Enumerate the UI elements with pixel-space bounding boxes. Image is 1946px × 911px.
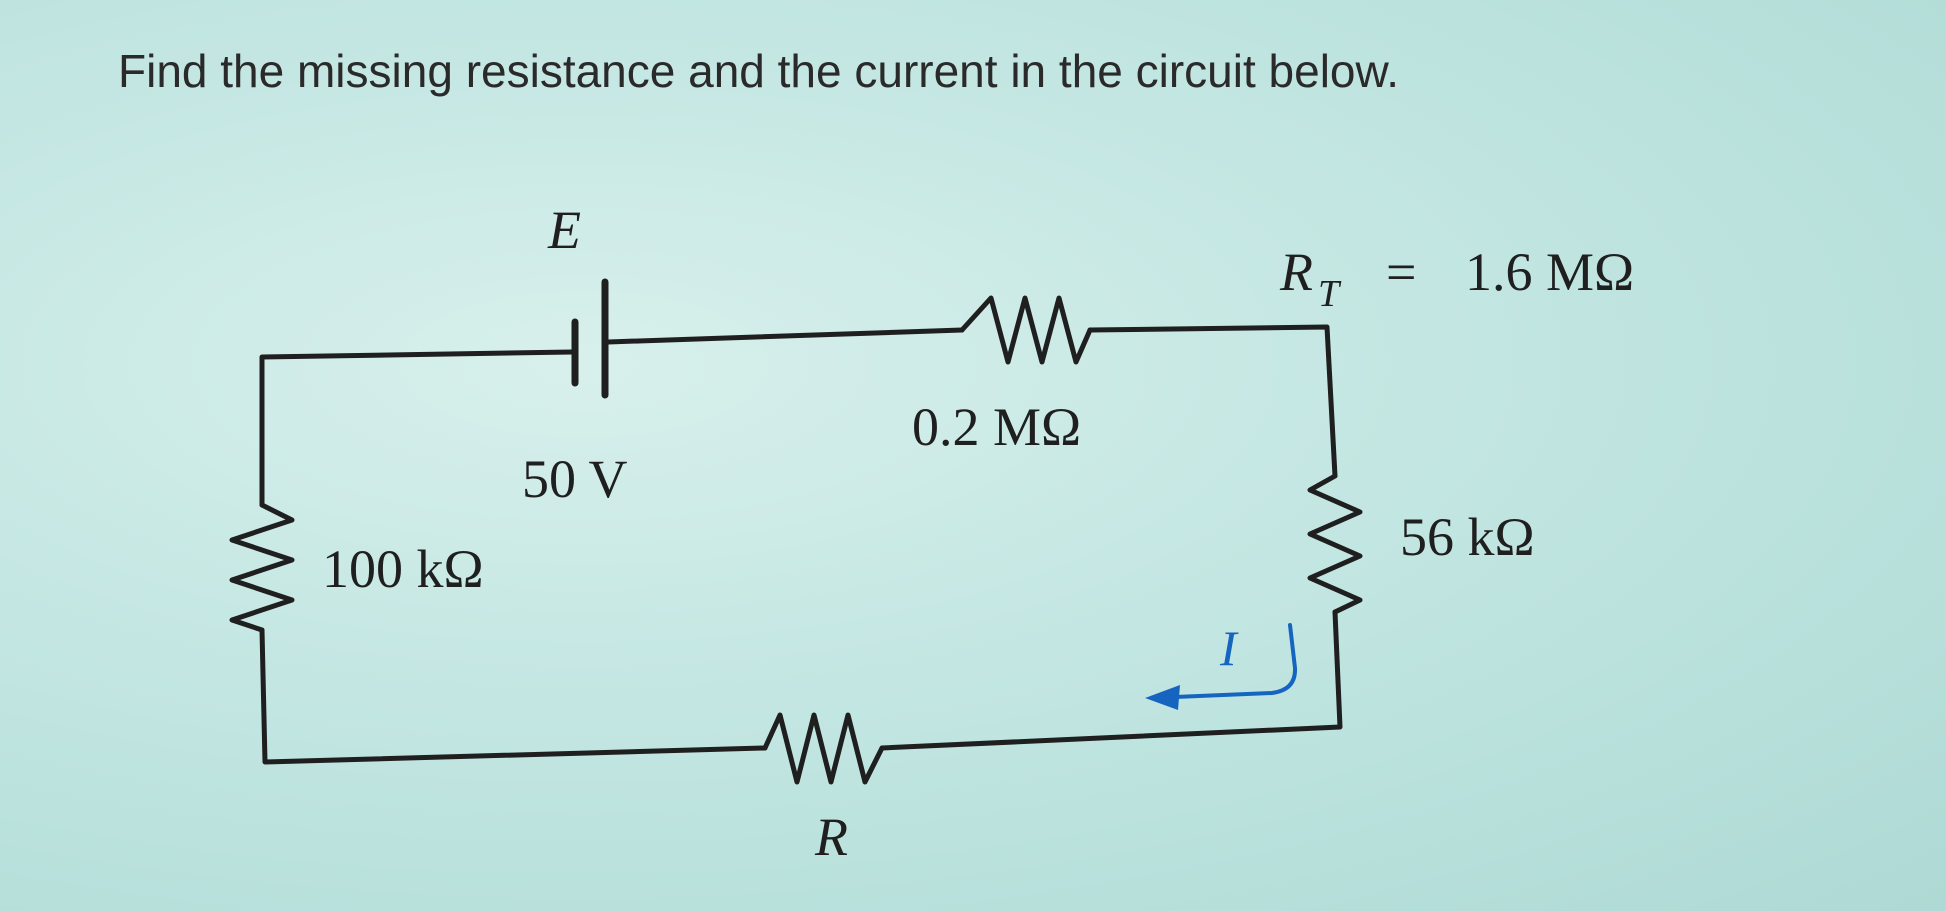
question-text: Find the missing resistance and the curr… bbox=[118, 45, 1399, 97]
total-resistance-symbol: R bbox=[1279, 242, 1313, 302]
resistor-02M-symbol bbox=[959, 295, 1093, 365]
current-arrow bbox=[1173, 623, 1298, 699]
resistor-100k-symbol bbox=[229, 502, 295, 633]
resistor-R-symbol bbox=[762, 712, 885, 785]
resistor-top-label: 0.2 MΩ bbox=[912, 397, 1081, 457]
current-arrowhead bbox=[1145, 685, 1180, 710]
wire-top bbox=[605, 327, 965, 345]
source-symbol: E bbox=[547, 200, 581, 260]
total-resistance-equals: = bbox=[1386, 242, 1416, 302]
resistor-bottom-label: R bbox=[814, 807, 848, 867]
resistor-56k-symbol bbox=[1307, 473, 1363, 615]
resistor-left-label: 100 kΩ bbox=[322, 539, 484, 599]
wire-bottom-right bbox=[879, 609, 1343, 751]
total-resistance-value: 1.6 MΩ bbox=[1465, 242, 1634, 302]
wire-right-top bbox=[1087, 324, 1338, 479]
current-symbol: I bbox=[1219, 620, 1239, 676]
wire-left-bottom bbox=[259, 627, 768, 765]
total-resistance-subscript: T bbox=[1318, 273, 1342, 315]
wire-left-top bbox=[259, 349, 575, 508]
source-value-label: 50 V bbox=[522, 449, 628, 509]
resistor-right-label: 56 kΩ bbox=[1400, 507, 1535, 567]
